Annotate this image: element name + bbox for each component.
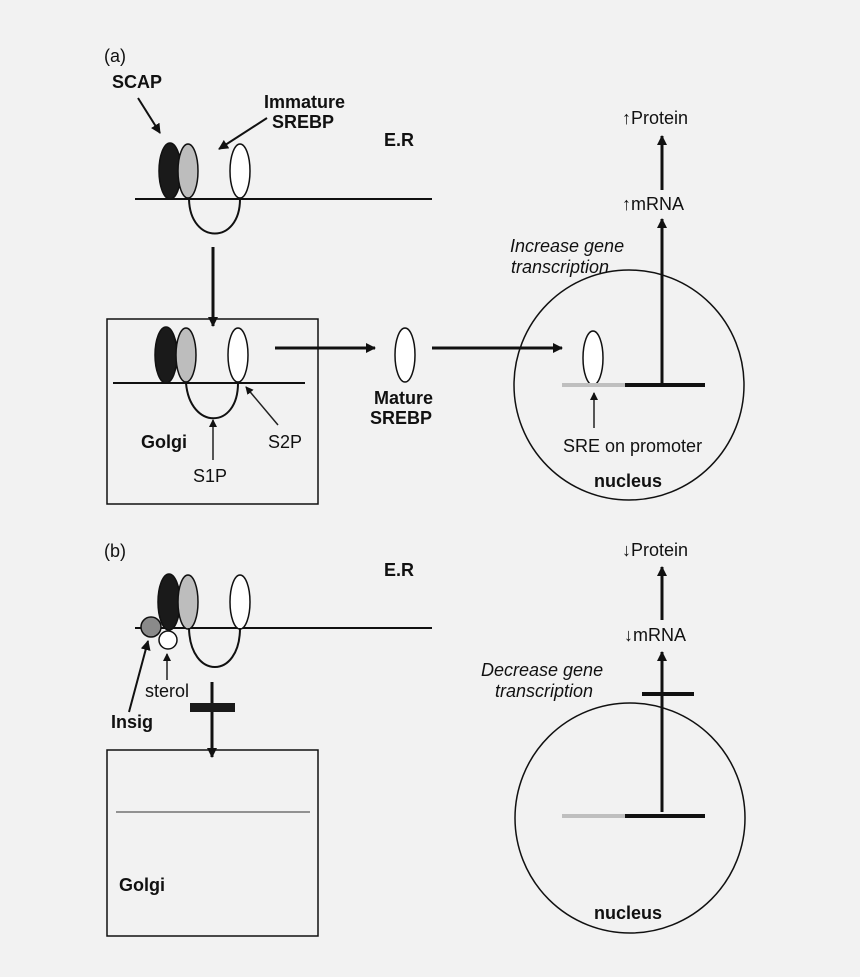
golgi-compartment-a [106,318,319,505]
srebp-white-domain-golgi [227,327,249,383]
immature-srebp-label-line2: SREBP [272,112,334,132]
mature-srebp-protein [394,327,416,383]
golgi-label-b: Golgi [119,875,165,895]
s2p-label: S2P [268,432,302,452]
scap-protein-b [157,573,181,631]
insig-protein [140,616,162,638]
sterol-molecule [158,630,178,650]
sre-label: SRE on promoter [563,436,702,456]
scap-protein-golgi [154,326,178,384]
sterol-label: sterol [145,681,189,701]
mature-srebp-label-line1: Mature [374,388,433,408]
transcription-label-a-line2: transcription [511,257,609,277]
s1p-label: S1P [193,466,227,486]
nucleus-b [514,702,746,934]
scap-label: SCAP [112,72,162,92]
nucleus-label-a: nucleus [594,471,662,491]
srebp-loop-golgi [185,382,239,420]
er-label-b: E.R [384,560,414,580]
panel-b: (b) E.R sterol Insig Golgi nucleus Decre… [104,540,746,937]
s2p-pointer-arrow [245,386,279,426]
srebp-loop-a [188,198,241,235]
srebp-grey-domain-b [177,574,199,630]
nucleus-a [513,269,745,501]
srebp-white-domain-a [229,143,251,199]
srebp-loop-b [188,627,241,668]
panel-b-tag: (b) [104,541,126,561]
srebp-grey-domain-a [177,143,199,199]
srebp-grey-domain-golgi [175,327,197,383]
transcription-label-a-line1: Increase gene [510,236,624,256]
nucleus-label-b: nucleus [594,903,662,923]
transcription-label-b-line2: transcription [495,681,593,701]
mrna-label-a: ↑mRNA [622,194,684,214]
golgi-label-a: Golgi [141,432,187,452]
immature-srebp-label-line1: Immature [264,92,345,112]
insig-label: Insig [111,712,153,732]
insig-pointer-arrow [128,640,151,713]
panel-a-tag: (a) [104,46,126,66]
transcription-label-b-line1: Decrease gene [481,660,603,680]
immature-srebp-pointer-arrow [218,117,268,150]
transport-block-bar [190,703,235,712]
srebp-bound-protein [582,330,604,386]
srebp-white-domain-b [229,574,251,630]
scap-pointer-arrow [137,97,161,134]
protein-label-a: ↑Protein [622,108,688,128]
panel-a: (a) SCAP Immature SREBP E.R Golgi S1P S2… [104,46,745,505]
protein-label-b: ↓Protein [622,540,688,560]
er-label-a: E.R [384,130,414,150]
golgi-compartment-b [106,749,319,937]
mature-srebp-label-line2: SREBP [370,408,432,428]
mrna-label-b: ↓mRNA [624,625,686,645]
